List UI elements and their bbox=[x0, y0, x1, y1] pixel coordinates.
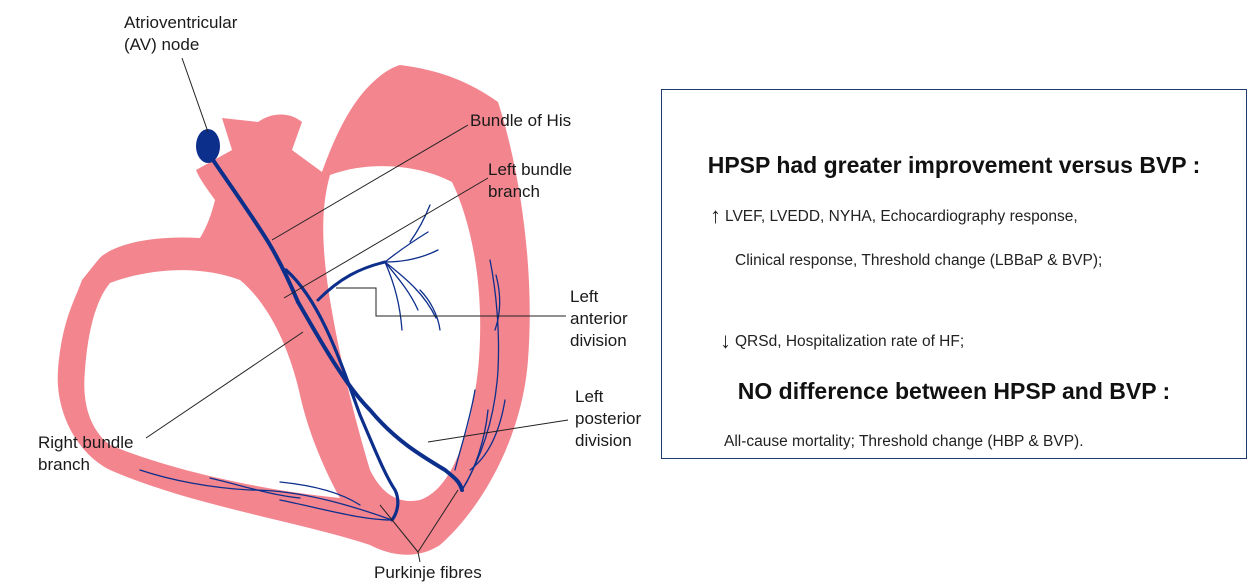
label-left-posterior-division: Left posterior division bbox=[575, 387, 646, 450]
improvement-line-2: Clinical response, Threshold change (LBB… bbox=[735, 252, 1102, 270]
heart-conduction-diagram: Atrioventricular (AV) node Bundle of His… bbox=[0, 0, 661, 585]
label-purkinje-fibres: Purkinje fibres bbox=[374, 563, 482, 582]
av-node bbox=[196, 129, 220, 163]
up-arrow-icon: ↑ bbox=[710, 203, 721, 228]
reduction-line: ↓QRSd, Hospitalization rate of HF; bbox=[720, 328, 964, 354]
improvement-line-1: ↑LVEF, LVEDD, NYHA, Echocardiography res… bbox=[710, 203, 1078, 229]
heading-no-difference: NO difference between HPSP and BVP : bbox=[662, 378, 1246, 405]
label-bundle-of-his: Bundle of His bbox=[470, 111, 571, 130]
reduction-text: QRSd, Hospitalization rate of HF; bbox=[735, 333, 964, 350]
summary-box: HPSP had greater improvement versus BVP … bbox=[661, 89, 1247, 459]
heading-greater-improvement: HPSP had greater improvement versus BVP … bbox=[662, 152, 1246, 179]
label-av-node: Atrioventricular (AV) node bbox=[124, 13, 242, 54]
label-left-anterior-division: Left anterior division bbox=[570, 287, 632, 350]
anterior-fascicle-branches bbox=[385, 205, 440, 330]
improvement-text-1: LVEF, LVEDD, NYHA, Echocardiography resp… bbox=[725, 208, 1078, 225]
down-arrow-icon: ↓ bbox=[720, 328, 731, 353]
no-difference-line: All-cause mortality; Threshold change (H… bbox=[724, 433, 1084, 451]
